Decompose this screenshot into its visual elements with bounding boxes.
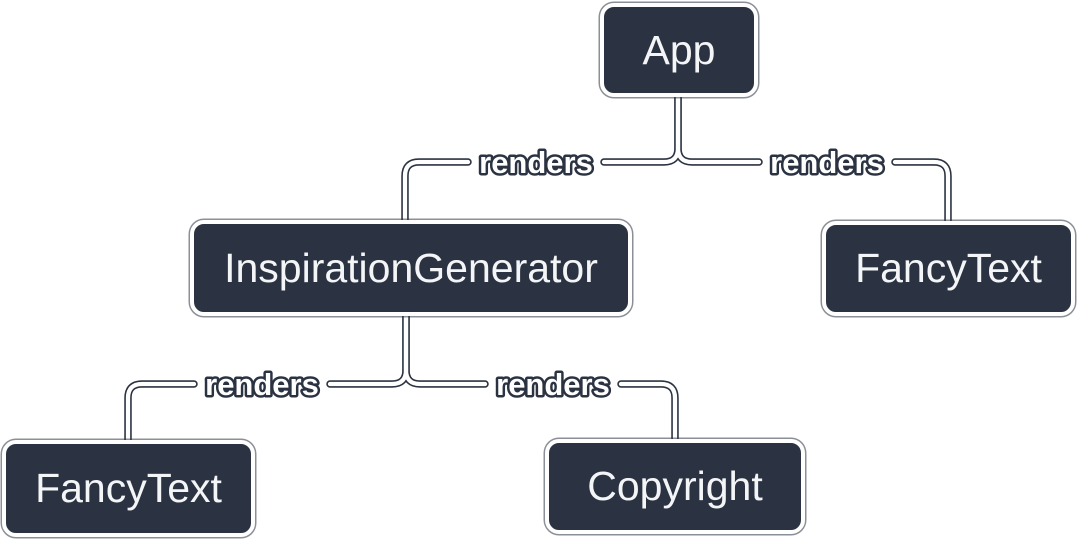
- edge-label-renders: renders: [205, 367, 319, 402]
- node-inspiration-generator: InspirationGenerator: [190, 220, 632, 316]
- edge-inspiration-generator-to-fancy-text: [327, 313, 409, 387]
- edge-inspiration-generator-to-copyright: [618, 381, 678, 442]
- edge-app-to-fancy-text: [892, 159, 951, 224]
- node-fancy-text-bottom-label: FancyText: [35, 465, 222, 511]
- node-copyright: Copyright: [545, 439, 805, 534]
- node-inspiration-generator-label: InspirationGenerator: [224, 244, 598, 291]
- edge-inspiration-generator-to-fancy-text: [125, 381, 197, 443]
- node-fancy-text-bottom: FancyText: [2, 440, 255, 537]
- node-fancy-text-top: FancyText: [822, 221, 1075, 316]
- edge-labels: renders renders renders renders: [203, 143, 887, 405]
- node-fancy-text-top-label: FancyText: [855, 245, 1042, 291]
- edge-app-to-inspiration-generator: [402, 159, 471, 225]
- node-app: App: [600, 3, 758, 97]
- edge-app-to-fancy-text: [675, 94, 762, 165]
- edge-inspiration-generator-to-copyright: [403, 313, 488, 387]
- edge-lines: [125, 94, 951, 443]
- node-app-label: App: [642, 26, 716, 73]
- edge-app-to-inspiration-generator: [601, 94, 681, 165]
- edge-label-renders: renders: [770, 145, 884, 180]
- edge-label-renders: renders: [479, 145, 593, 180]
- edge-label-renders: renders: [496, 367, 610, 402]
- node-copyright-label: Copyright: [587, 463, 763, 509]
